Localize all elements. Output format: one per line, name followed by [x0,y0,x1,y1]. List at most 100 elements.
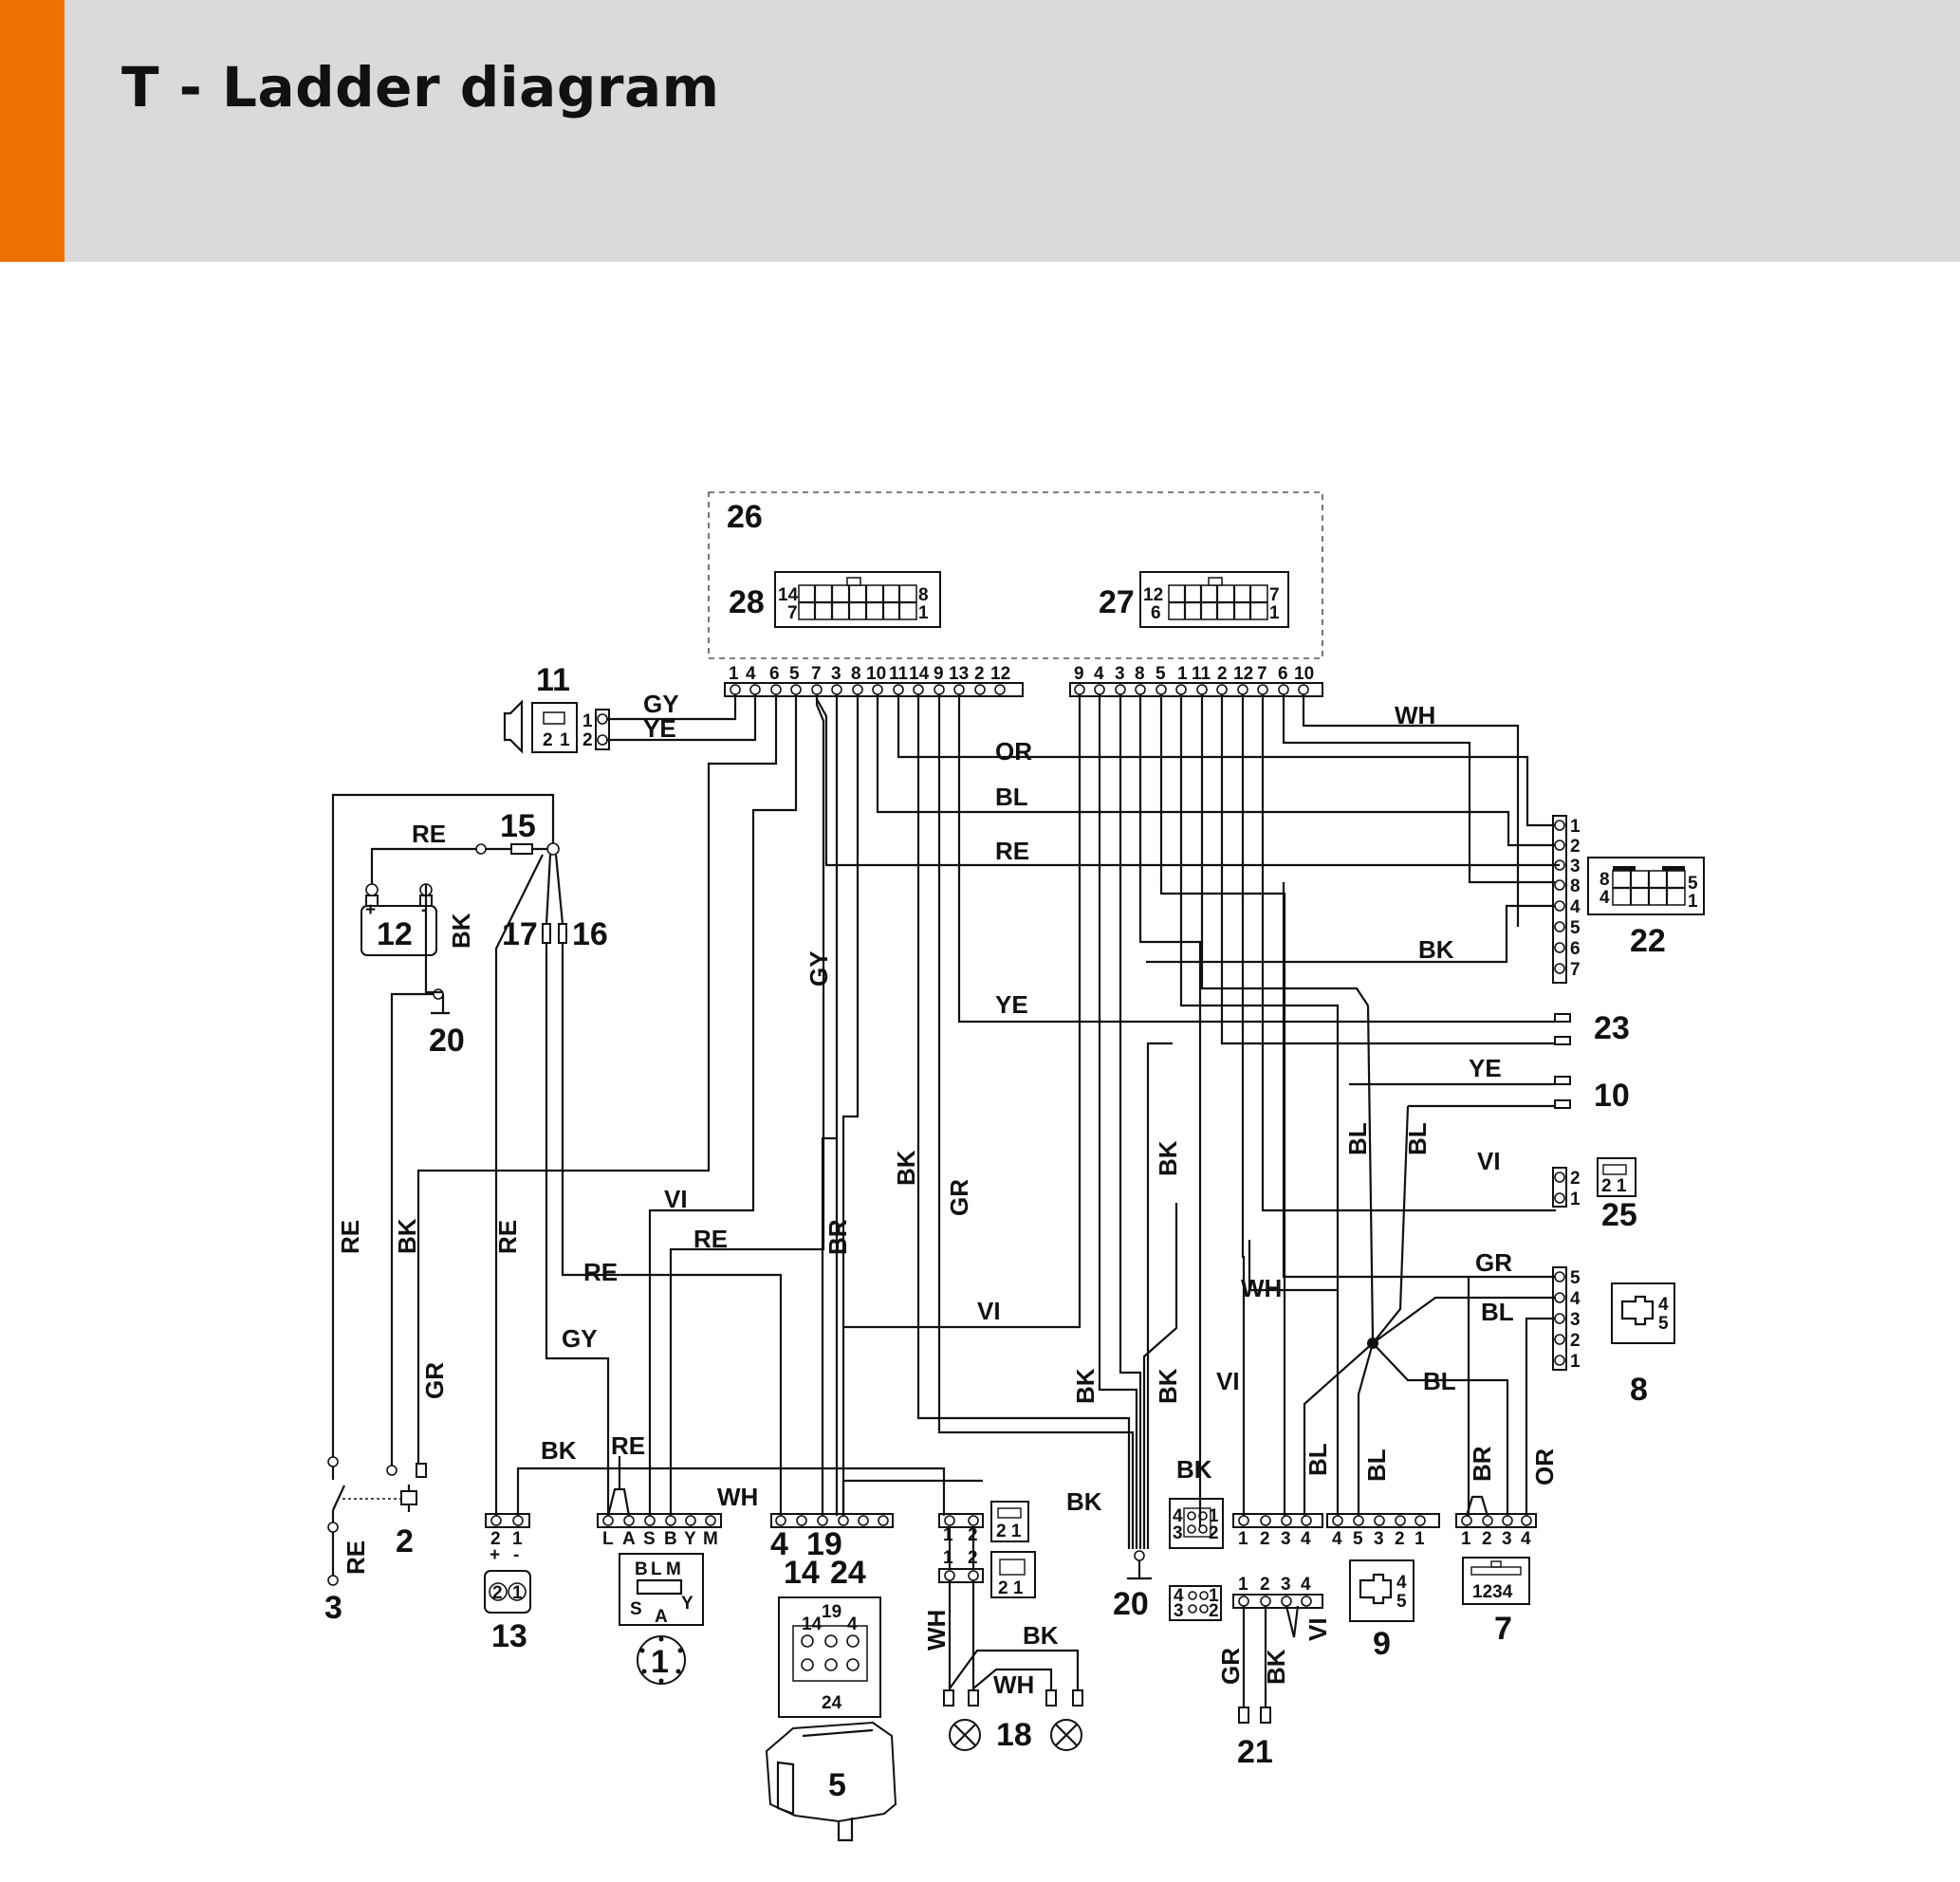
svg-text:S: S [643,1529,656,1549]
svg-text:8: 8 [851,664,861,684]
svg-text:A: A [622,1529,636,1549]
svg-text:RE: RE [611,1431,645,1460]
connector-9: 4 5 [1349,1559,1415,1622]
svg-text:BK: BK [1023,1621,1059,1650]
svg-text:VI: VI [1477,1147,1501,1175]
svg-text:8: 8 [1599,870,1610,890]
svg-text:B: B [635,1559,648,1579]
svg-text:WH: WH [1395,701,1435,729]
svg-text:RE: RE [493,1220,522,1254]
svg-text:12: 12 [1233,664,1253,684]
svg-text:2: 2 [1209,1523,1219,1543]
label-14: 14 [784,1555,820,1591]
svg-text:BR: BR [1468,1446,1496,1482]
svg-text:4: 4 [1570,897,1581,917]
strip-27-pin-labels: 9 4 3 8 5 1 11 2 12 7 6 10 [1074,664,1314,684]
svg-text:10: 10 [1294,664,1314,684]
svg-text:3: 3 [1174,1601,1184,1621]
svg-text:8: 8 [1135,664,1145,684]
svg-text:OR: OR [995,737,1032,766]
svg-text:11: 11 [889,664,909,684]
svg-text:GR: GR [420,1362,449,1399]
p11-2: 2 [582,730,593,750]
svg-text:5: 5 [1156,664,1166,684]
svg-text:14: 14 [802,1614,823,1634]
svg-text:3: 3 [1570,857,1581,876]
svg-text:10: 10 [866,664,886,684]
svg-text:2: 2 [1260,1575,1270,1595]
svg-text:Y: Y [684,1529,696,1549]
svg-text:7: 7 [1257,664,1267,684]
svg-text:2: 2 [1209,1601,1219,1621]
svg-text:WH: WH [717,1483,758,1511]
svg-text:5: 5 [1658,1314,1669,1334]
svg-text:2: 2 [1260,1529,1270,1549]
svg-text:BK: BK [1071,1368,1100,1404]
svg-text:-: - [513,1545,519,1565]
label-19: 19 [806,1526,842,1562]
label-3: 3 [324,1590,342,1626]
svg-text:BK: BK [1154,1140,1182,1176]
svg-text:WH: WH [993,1670,1034,1699]
connector-28: 14 7 8 1 [774,571,941,628]
connector-1: B L M S A Y [619,1553,704,1627]
p28-7: 7 [787,603,798,623]
svg-text:5: 5 [1396,1592,1407,1612]
svg-text:+: + [490,1545,500,1565]
p28-1: 1 [918,603,929,623]
terminal-strip-9: 4 5 3 2 1 [1326,1513,1440,1549]
connector-8: 4 5 [1611,1282,1675,1344]
svg-text:3: 3 [1115,664,1125,684]
svg-text:4: 4 [1174,1586,1184,1606]
svg-text:YE: YE [1469,1054,1502,1082]
svg-text:BL: BL [1362,1448,1391,1482]
lamp-icon-right [1050,1719,1082,1751]
svg-text:Y: Y [681,1594,693,1614]
connector-7: 1234 [1462,1557,1530,1605]
svg-text:2 1: 2 1 [998,1578,1024,1598]
svg-text:1: 1 [1570,1190,1581,1209]
terminal-strip-28 [724,682,1024,697]
p11-2a: 2 [543,730,553,750]
svg-text:1: 1 [1238,1529,1248,1549]
label-15: 15 [500,808,536,844]
p27-1: 1 [1269,603,1280,623]
label-21: 21 [1237,1734,1273,1770]
terminal-18b: 1 2 2 1 [938,1548,1036,1598]
svg-text:6: 6 [1278,664,1288,684]
svg-text:RE: RE [342,1541,370,1575]
label-18: 18 [996,1717,1032,1753]
label-2: 2 [396,1523,414,1559]
svg-text:GY: GY [562,1324,598,1353]
svg-text:BK: BK [1176,1455,1212,1484]
header-accent-bar [0,0,65,262]
fuses-16-17 [542,842,567,944]
terminals-23 [1554,1013,1571,1045]
label-17: 17 [502,916,538,952]
svg-text:BK: BK [1418,935,1454,964]
label-5: 5 [828,1767,846,1803]
label-28: 28 [729,584,765,620]
p28-8: 8 [918,585,929,605]
svg-text:1: 1 [1209,1586,1219,1606]
connector-22: 8 4 5 1 [1587,857,1705,915]
svg-text:12: 12 [990,664,1010,684]
label-27: 27 [1099,584,1135,620]
svg-text:BK: BK [1154,1368,1182,1404]
svg-text:BK: BK [892,1150,920,1186]
svg-text:4: 4 [1396,1573,1407,1593]
label-20-lower: 20 [1113,1586,1149,1622]
svg-text:1234: 1234 [1472,1582,1513,1602]
label-16: 16 [572,916,608,952]
svg-text:3: 3 [831,664,841,684]
label-25: 25 [1601,1197,1637,1233]
svg-text:RE: RE [583,1258,618,1286]
svg-text:BL: BL [1304,1443,1332,1476]
terminal-strip-8: 5 4 3 2 1 [1552,1266,1581,1372]
svg-text:19: 19 [822,1602,841,1622]
svg-text:YE: YE [643,714,676,743]
svg-text:1: 1 [512,1529,523,1549]
svg-text:BL: BL [1403,1122,1432,1155]
svg-text:1: 1 [512,1583,523,1603]
